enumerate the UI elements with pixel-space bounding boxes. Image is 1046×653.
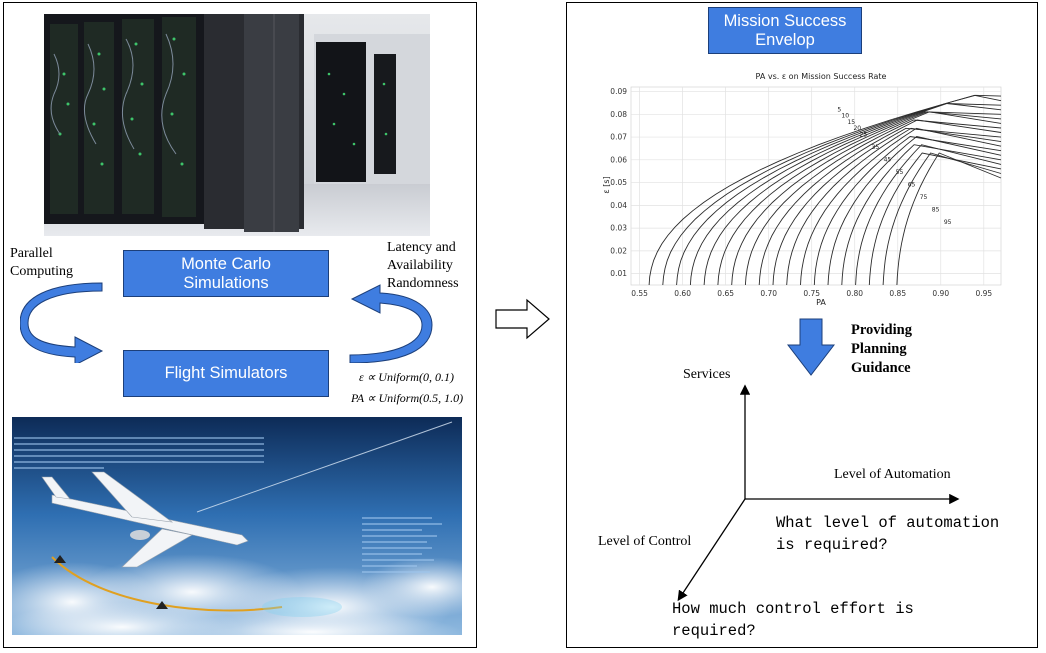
axis-control-label: Level of Control [598, 534, 692, 549]
y-tick-3: 0.04 [610, 201, 627, 210]
contour-line-5 [648, 94, 1002, 286]
server-photo-svg [44, 14, 430, 236]
contour-line-65 [813, 136, 1002, 286]
contour-line-10 [662, 94, 1002, 286]
y-tick-2: 0.03 [610, 224, 627, 233]
contour-label-25: 25 [860, 132, 868, 139]
contour-label-20: 20 [853, 125, 861, 132]
x-tick-2: 0.65 [717, 289, 734, 298]
contour-line-60 [800, 127, 1002, 286]
contour-line-40 [744, 119, 1002, 286]
parallel-computing-label: Parallel Computing [10, 246, 74, 280]
contour-label-45: 45 [884, 157, 892, 164]
contour-line-50 [772, 127, 1002, 286]
flight-simulators-box: Flight Simulators [123, 350, 329, 397]
automation-question: What level of automation is required? [776, 514, 1000, 554]
contour-line-55 [786, 127, 1002, 286]
chart-xlabel: PA [816, 298, 826, 307]
y-tick-8: 0.09 [610, 87, 627, 96]
right-cycle-arrow-icon [349, 284, 433, 363]
contour-label-85: 85 [932, 207, 940, 214]
axis-automation-label: Level of Automation [834, 467, 951, 482]
chart-grid [630, 86, 1002, 286]
y-tick-1: 0.02 [610, 246, 627, 255]
x-tick-1: 0.60 [674, 289, 691, 298]
x-tick-7: 0.90 [932, 289, 949, 298]
hollow-right-arrow-icon [495, 298, 550, 340]
x-tick-0: 0.55 [631, 289, 648, 298]
contour-line-70 [827, 136, 1002, 286]
left-panel: Parallel Computing Latency and Availabil… [3, 2, 477, 648]
left-cycle-arrow-icon [20, 282, 104, 363]
contour-line-75 [841, 144, 1002, 286]
contour-line-25 [703, 111, 1002, 286]
chart-contours [648, 94, 1002, 286]
contour-line-15 [676, 103, 1002, 286]
contour-label-65: 65 [908, 182, 916, 189]
contour-label-5: 5 [837, 106, 841, 113]
x-tick-4: 0.75 [803, 289, 820, 298]
x-tick-5: 0.80 [846, 289, 863, 298]
x-tick-3: 0.70 [760, 289, 777, 298]
control-question: How much control effort is required? [672, 600, 914, 640]
axis-services-label: Services [683, 367, 731, 382]
right-panel: Mission Success Envelop PA vs. ε on Miss… [566, 2, 1038, 648]
chart-title: PA vs. ε on Mission Success Rate [756, 72, 887, 81]
contour-line-90 [882, 152, 1002, 286]
contour-line-35 [731, 111, 1002, 286]
epsilon-formula: ε ∝ Uniform(0, 0.1) [359, 370, 454, 384]
chart-xticks: 0.55 0.60 0.65 0.70 0.75 0.80 0.85 0.90 0.95 [631, 289, 992, 298]
plot-area [630, 86, 1002, 286]
contour-line-95 [896, 152, 1002, 286]
y-tick-0: 0.01 [610, 269, 627, 278]
contour-line-85 [868, 152, 1002, 286]
contour-label-55: 55 [896, 169, 904, 176]
contour-line-20 [689, 103, 1002, 286]
x-tick-6: 0.85 [889, 289, 906, 298]
y-tick-4: 0.05 [610, 178, 627, 187]
chart-yticks: 0.01 0.02 0.03 0.04 0.05 0.06 0.07 0.08 0.09 [610, 87, 627, 278]
contour-line-45 [758, 119, 1002, 286]
chart-ylabel: ε [s] [602, 176, 611, 193]
server-racks-photo [44, 14, 430, 236]
mission-success-title: Mission Success Envelop [708, 7, 862, 54]
contour-line-80 [855, 144, 1002, 286]
three-axis-diagram [677, 384, 960, 602]
aircraft-photo-svg [12, 417, 462, 635]
contour-label-95: 95 [944, 219, 952, 226]
contour-label-35: 35 [872, 144, 880, 151]
monte-carlo-box: Monte Carlo Simulations [123, 250, 329, 297]
down-arrow-icon [786, 318, 836, 376]
y-tick-5: 0.06 [610, 155, 627, 164]
contour-chart: PA vs. ε on Mission Success Rate 0.55 0.6… [602, 72, 1002, 307]
providing-guidance-label: Providing Planning Guidance [851, 322, 912, 376]
contour-line-30 [717, 111, 1002, 286]
contour-label-75: 75 [920, 194, 928, 201]
contour-label-10: 10 [841, 113, 849, 120]
y-tick-6: 0.07 [610, 133, 627, 142]
aircraft-sky-photo [12, 417, 462, 635]
y-tick-7: 0.08 [610, 110, 627, 119]
x-tick-8: 0.95 [975, 289, 992, 298]
contour-label-15: 15 [847, 119, 855, 126]
latency-randomness-label: Latency and Availability Randomness [387, 240, 459, 292]
pa-formula: PA ∝ Uniform(0.5, 1.0) [351, 391, 464, 405]
